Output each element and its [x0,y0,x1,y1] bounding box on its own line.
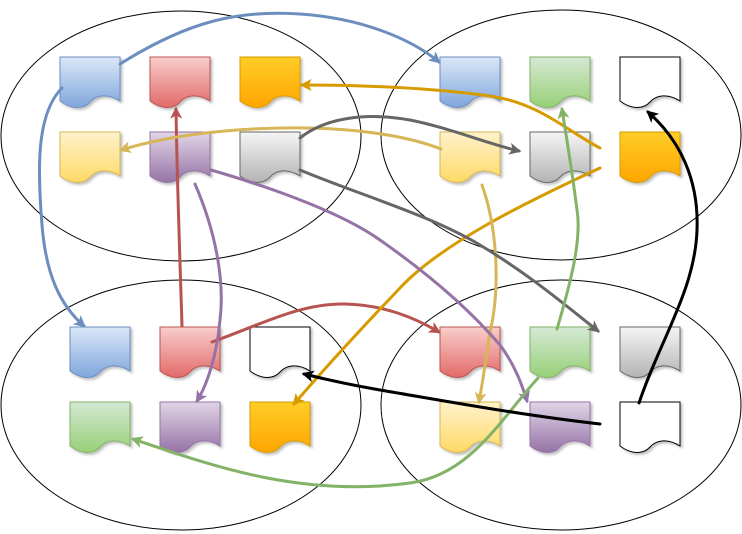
connection-blue-tl1-tr1[interactable] [118,11,441,66]
document-tl-2-red[interactable] [149,56,211,108]
document-tr-6-orange[interactable] [619,131,681,183]
group-bottom-right-ellipse [380,279,742,531]
connection-red-bl2-tl2[interactable] [170,106,184,328]
document-br-6-white[interactable] [619,401,681,453]
connection-orange-tr6-bl6[interactable] [292,166,602,406]
document-br-5-purple[interactable] [529,401,591,453]
connection-orange-tr6-tl3[interactable] [299,79,602,150]
document-tl-1-blue[interactable] [59,56,121,108]
connection-purple-tl5-bl5[interactable] [193,182,223,404]
document-tr-5-gray[interactable] [529,131,591,183]
group-top-left [59,56,301,183]
document-tr-3-white[interactable] [619,56,681,108]
connection-blue-tl1-bl1[interactable] [37,86,86,328]
document-tl-5-purple[interactable] [149,131,211,183]
document-bl-3-white[interactable] [249,326,311,378]
document-bl-2-red[interactable] [159,326,221,378]
document-tr-1-blue[interactable] [439,56,501,108]
group-bottom-left [69,326,311,453]
document-bl-5-purple[interactable] [159,401,221,453]
connection-yellow-tr4-br4[interactable] [474,183,498,405]
connection-purple-tl5-br5[interactable] [209,168,530,404]
group-top-right [439,56,681,183]
document-bl-4-green[interactable] [69,401,131,453]
connection-gray-tl6-tr5[interactable] [298,115,522,155]
connection-yellow-tr4-tl4[interactable] [118,126,443,153]
connection-green-br2-bl4[interactable] [130,376,540,489]
document-tl-6-gray[interactable] [239,131,301,183]
document-tl-3-orange[interactable] [239,56,301,108]
connection-green-br2-tr2[interactable] [555,106,580,331]
document-br-2-green[interactable] [529,326,591,378]
connection-black-br6-bl3[interactable] [301,370,602,426]
connection-red-bl2-br1[interactable] [210,302,442,344]
document-tr-2-green[interactable] [529,56,591,108]
connections-layer [37,11,699,489]
document-tr-4-yellow[interactable] [439,131,501,183]
connection-black-br6-tr3[interactable] [637,110,699,405]
document-bl-6-orange[interactable] [249,401,311,453]
document-tl-4-yellow[interactable] [59,131,121,183]
document-bl-1-blue[interactable] [69,326,131,378]
